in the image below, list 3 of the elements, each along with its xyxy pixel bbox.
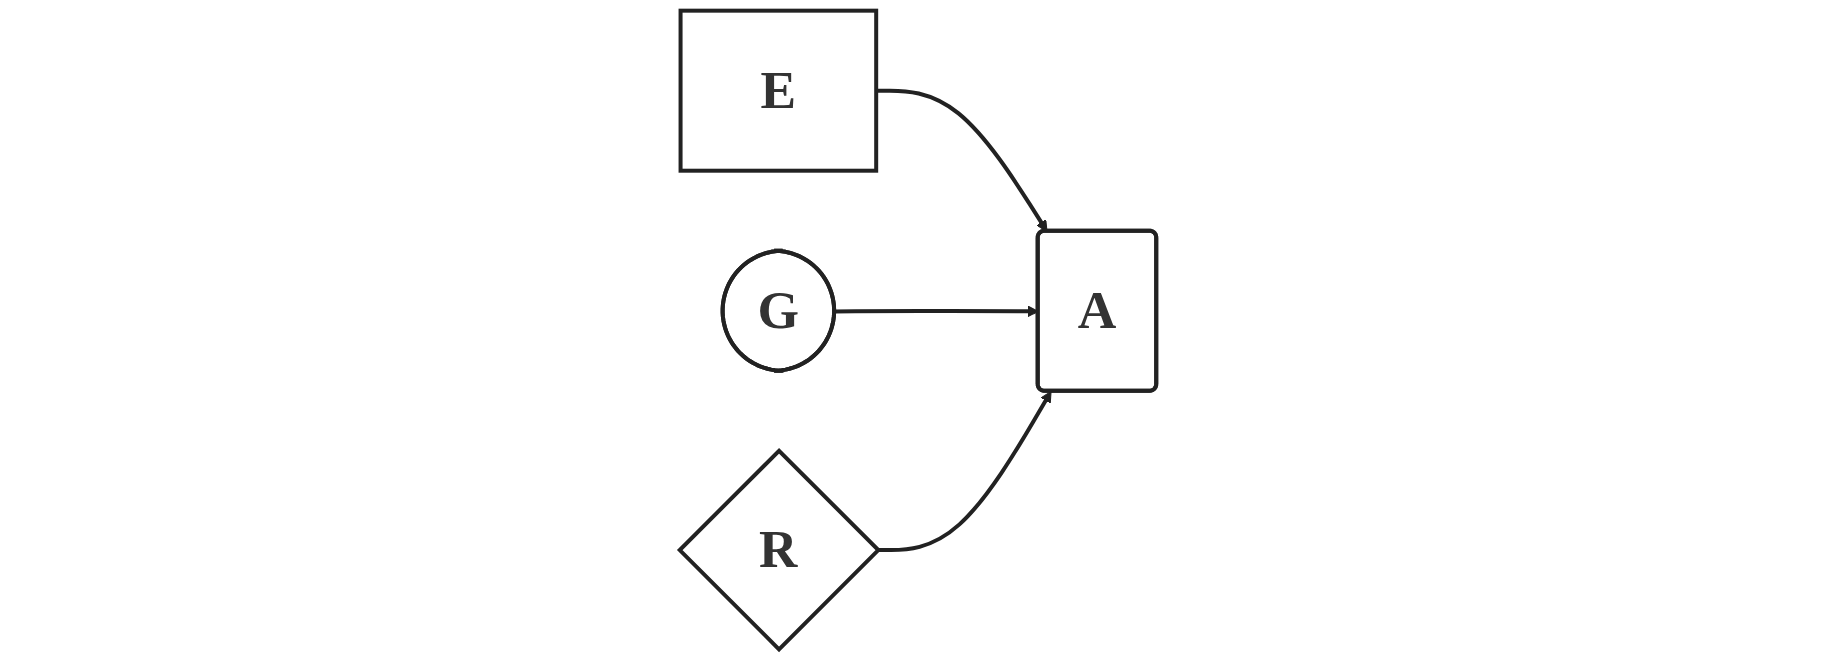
- node-diamond: R: [676, 447, 882, 653]
- arrow: [877, 390, 1052, 553]
- node-box: E: [678, 8, 879, 173]
